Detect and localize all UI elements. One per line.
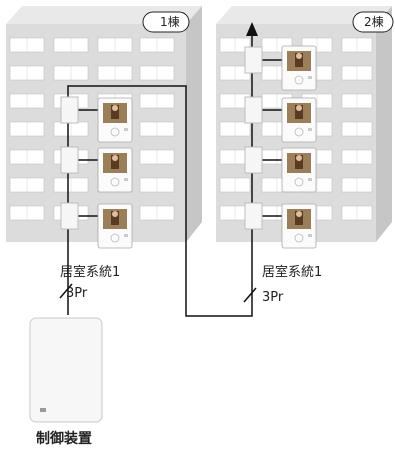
controller-label: 制御装置	[36, 431, 92, 447]
cable-tick-2	[243, 287, 257, 303]
intercom-monitor	[281, 45, 317, 91]
intercom-monitor	[281, 97, 317, 143]
intercom-units	[97, 45, 317, 249]
junction-box	[60, 202, 79, 230]
building-2-side	[376, 6, 392, 242]
building-1-cable-label: 3Pr	[66, 286, 88, 301]
trunk-cable	[67, 34, 253, 317]
junction-box	[244, 202, 263, 230]
junction-box	[60, 96, 79, 124]
building-2-system-label: 居室系統1	[262, 265, 323, 280]
building-1-side	[186, 6, 202, 242]
junction-box	[244, 146, 263, 174]
intercom-monitor	[97, 147, 133, 193]
control-unit-body	[29, 317, 103, 423]
riser-arrow	[246, 22, 258, 36]
junction-box	[60, 146, 79, 174]
wiring	[59, 34, 282, 317]
control-unit	[29, 317, 103, 423]
intercom-monitor	[97, 97, 133, 143]
junction-box	[244, 96, 263, 124]
cable-tick-1	[59, 283, 73, 299]
building-1-badge	[142, 11, 190, 33]
building-2-label: 2棟	[364, 15, 384, 29]
control-unit-led	[40, 408, 46, 412]
intercom-monitor	[281, 203, 317, 249]
building-2-badge	[352, 11, 394, 33]
intercom-monitor	[281, 147, 317, 193]
building-1-system-label: 居室系統1	[60, 265, 121, 280]
junction-boxes	[60, 46, 263, 230]
building-2-cable-label: 3Pr	[262, 290, 284, 305]
building-1-label: 1棟	[160, 15, 180, 29]
intercom-monitor	[97, 203, 133, 249]
building-2-top	[216, 6, 392, 24]
junction-box	[244, 46, 263, 74]
